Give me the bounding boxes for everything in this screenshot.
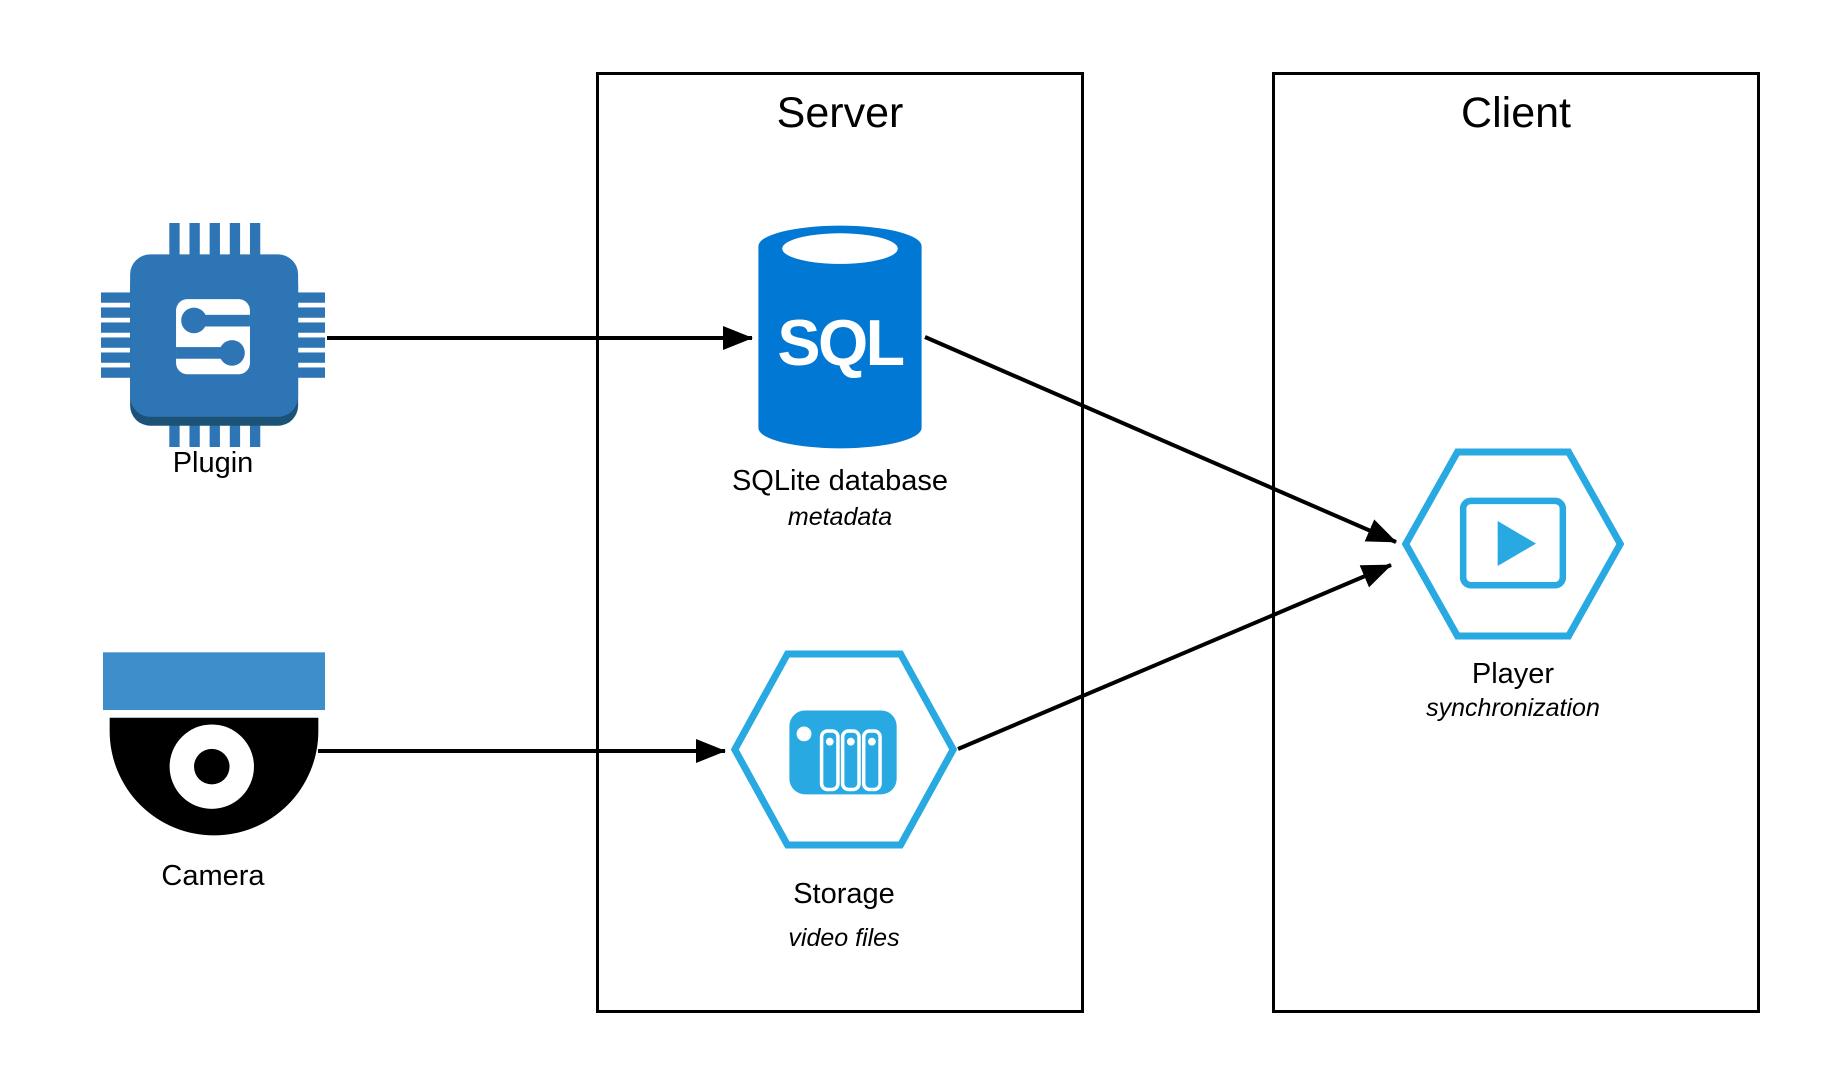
play-icon	[1497, 521, 1536, 567]
sql-database-cylinder-icon: SQL	[755, 222, 925, 452]
chip-pins	[101, 223, 325, 447]
sqlite-database-sublabel: metadata	[787, 503, 893, 531]
nas-storage-hexagon-icon	[727, 646, 961, 853]
sqlite-database-label: SQLite database	[731, 465, 949, 497]
camera-lens-pupil	[194, 748, 230, 785]
chip-icon	[101, 219, 325, 451]
player-label: Player	[1471, 658, 1555, 690]
video-player-hexagon-icon	[1398, 444, 1628, 644]
database-cylinder-body	[758, 225, 922, 449]
server-group-title: Server	[776, 89, 904, 137]
nas-drive-bays	[819, 729, 882, 792]
storage-sublabel: video files	[788, 924, 900, 952]
camera-mount-bar	[103, 652, 325, 711]
chip-circuit-trace	[176, 307, 250, 366]
nas-power-led	[796, 726, 812, 742]
client-group-title: Client	[1461, 89, 1571, 137]
camera-label: Camera	[161, 860, 265, 892]
player-sublabel: synchronization	[1426, 694, 1600, 722]
server-group-box: Server	[596, 72, 1084, 1013]
sql-logo-text: SQL	[777, 307, 903, 379]
database-cylinder-top	[782, 233, 898, 264]
surveillance-camera-icon	[103, 650, 325, 850]
plugin-label: Plugin	[172, 447, 254, 479]
player-screen-frame	[1459, 497, 1567, 589]
storage-label: Storage	[793, 878, 895, 910]
